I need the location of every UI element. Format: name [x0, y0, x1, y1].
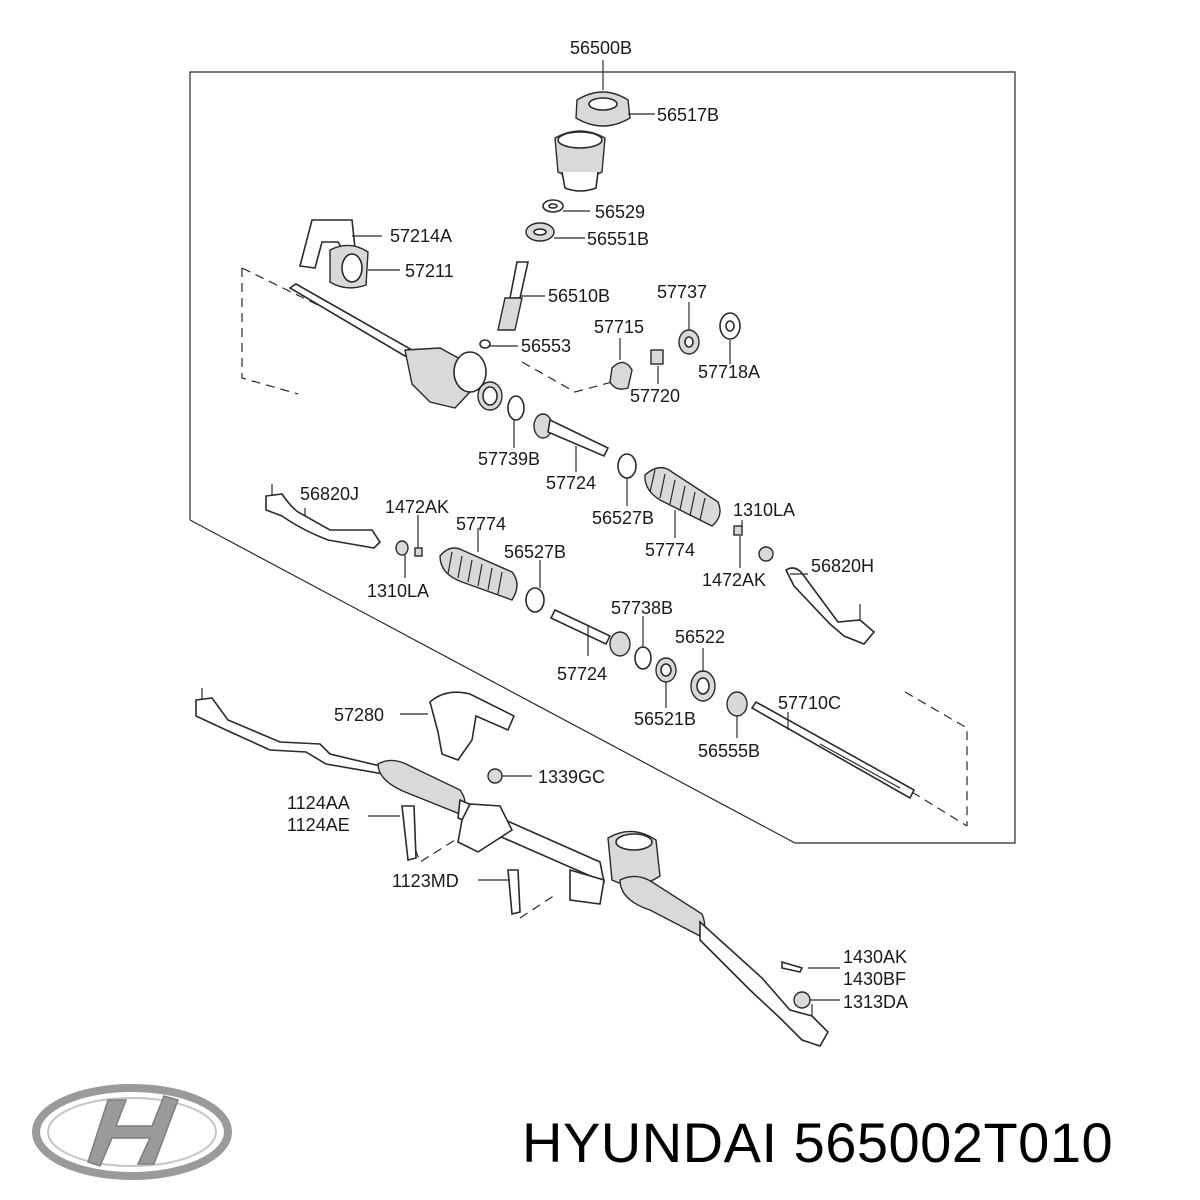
callout-label: 56500B — [570, 38, 632, 58]
bush-56522-part — [690, 670, 716, 702]
callout-label: 57710C — [778, 693, 841, 713]
ring-57739B-part — [507, 395, 525, 421]
seal-56529-part — [542, 199, 564, 213]
heat-shield-57280-part — [429, 691, 516, 761]
rack-housing-upper-part — [288, 283, 503, 411]
callout-label: 1430BF — [843, 969, 906, 989]
nut-57718A-part — [719, 312, 741, 340]
tie-rod-end-56820H-part — [784, 567, 876, 645]
callout-label: 57724 — [546, 473, 596, 493]
callout-label: 57715 — [594, 317, 644, 337]
callout-label: 57737 — [657, 282, 707, 302]
callout-label: 1124AA — [287, 793, 350, 813]
callout-label: 57724 — [557, 664, 607, 684]
pinion-shaft-part — [479, 261, 529, 349]
lock-1472AK-upper-part — [733, 525, 743, 536]
callout-label: 1310LA — [367, 581, 429, 601]
callout-label: 56527B — [592, 508, 654, 528]
callout-label: 57739B — [478, 449, 540, 469]
pinion-cap-part — [554, 91, 631, 192]
callout-label: 1472AK — [385, 497, 449, 517]
rack-bar-57710C-part — [750, 700, 916, 800]
boot-57774-upper-part — [644, 467, 721, 527]
bolt-1124AA-part — [401, 805, 417, 861]
callout-label: 56820H — [811, 556, 874, 576]
product-caption: HYUNDAI 565002T010 — [522, 1110, 1113, 1175]
clip-56527B-upper-part — [617, 453, 637, 479]
bolt-1123MD-part — [507, 869, 521, 916]
brand-name: HYUNDAI — [522, 1111, 778, 1174]
callout-label: 57280 — [334, 705, 384, 725]
callout-label: 1430AK — [843, 947, 907, 967]
nut-1339GC-part — [487, 768, 503, 784]
callout-label: 56517B — [657, 105, 719, 125]
callout-label: 56820J — [300, 484, 359, 504]
callout-label: 1339GC — [538, 767, 605, 787]
ring-57738B-part — [634, 646, 652, 670]
assembled-gear-part — [195, 688, 829, 1047]
callout-label: 57214A — [390, 226, 452, 246]
assembly-frame — [189, 60, 1016, 844]
spring-57720-part — [650, 349, 664, 365]
callout-label: 1472AK — [702, 570, 766, 590]
callout-label: 56527B — [504, 542, 566, 562]
callout-label: 1124AE — [287, 815, 350, 835]
leader-lines — [304, 113, 840, 1001]
lock-1472AK-lower-part — [414, 547, 423, 557]
bearing-56551B-part — [525, 222, 555, 242]
callout-label: 57774 — [645, 540, 695, 560]
steering-gear-exploded-diagram: 56500B 56517B 56529 56551B 57214A 57211 … — [189, 38, 1016, 1047]
callout-label: 56551B — [587, 229, 649, 249]
callout-label: 57211 — [405, 261, 454, 281]
tie-rod-end-56820J-part — [265, 484, 382, 549]
plug-57737-part — [678, 329, 700, 355]
callout-label: 57774 — [456, 514, 506, 534]
callout-label: 56522 — [675, 627, 725, 647]
cotter-pin-1430AK-part — [781, 960, 804, 973]
callout-label: 56555B — [698, 741, 760, 761]
yoke-57715-part — [609, 361, 633, 390]
nut-1310LA-lower-part — [395, 540, 409, 556]
part-number: 565002T010 — [793, 1111, 1114, 1174]
part-labels: 56500B 56517B 56529 56551B 57214A 57211 … — [287, 38, 908, 1012]
castle-nut-1313DA-part — [793, 991, 811, 1009]
callout-label: 1313DA — [843, 992, 908, 1012]
dashed-guides — [241, 267, 968, 919]
callout-label: 1123MD — [392, 871, 459, 891]
callout-label: 57720 — [630, 386, 680, 406]
bush-bracket-part — [298, 219, 369, 289]
callout-label: 56510B — [548, 286, 610, 306]
callout-label: 57718A — [698, 362, 760, 382]
callout-label: 56529 — [595, 202, 645, 222]
nut-1310LA-upper-part — [758, 546, 774, 562]
callout-label: 56521B — [634, 709, 696, 729]
boot-57774-lower-part — [439, 547, 518, 601]
callout-label: 57738B — [611, 598, 673, 618]
inner-tie-rod-upper-part — [533, 413, 610, 458]
inner-tie-rod-lower-part — [549, 608, 631, 657]
bush-56555B-part — [726, 691, 748, 717]
bush-56521B-part — [655, 657, 677, 683]
callout-label: 56553 — [521, 336, 571, 356]
callout-label: 1310LA — [733, 500, 795, 520]
clip-56527B-lower-part — [525, 587, 545, 613]
hyundai-logo-icon — [32, 1084, 232, 1180]
